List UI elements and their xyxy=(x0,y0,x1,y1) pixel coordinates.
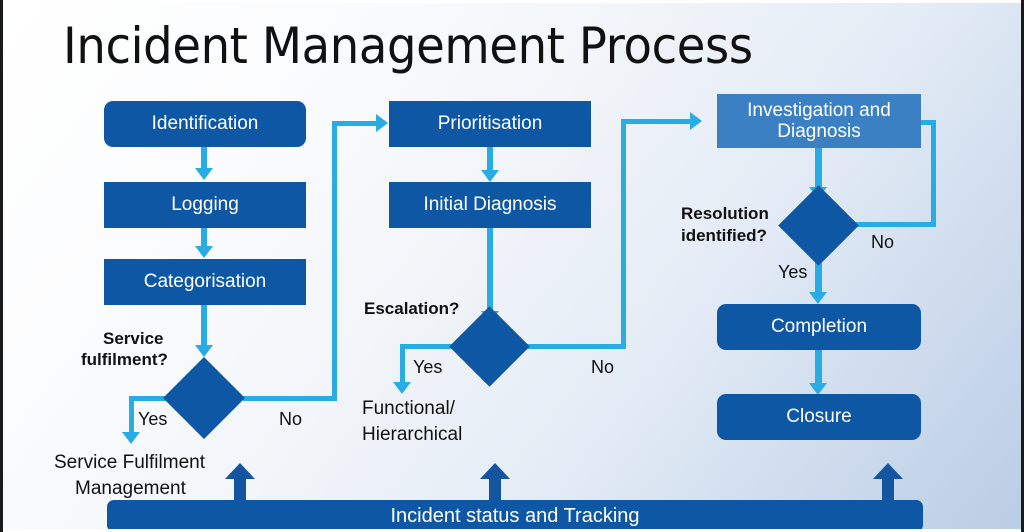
connector-escalation-no-to-investigation xyxy=(621,119,695,124)
branch-label-escalation-yes: Yes xyxy=(413,357,443,377)
node-initial-diagnosis-label: Initial Diagnosis xyxy=(423,194,557,216)
node-investigation-and-diagnosis-label-line2: Diagnosis xyxy=(777,121,861,142)
terminal-service-fulfilment-management-line1: Service Fulfilment xyxy=(54,452,205,473)
connector-resolution-yes xyxy=(815,255,822,299)
branch-label-resolution-no: No xyxy=(871,232,895,252)
connector-escalation-yes-vertical xyxy=(400,344,405,386)
branch-label-resolution-yes: Yes xyxy=(778,262,808,282)
connector-service-fulfilment-no-vertical xyxy=(332,121,337,401)
node-identification-label: Identification xyxy=(151,113,259,135)
terminal-functional-hierarchical-line1: Functional/ xyxy=(362,398,455,419)
connector-service-fulfilment-yes-vertical xyxy=(129,396,134,438)
decision-service-fulfilment-label-line1: Service xyxy=(103,329,164,348)
branch-label-service-fulfilment-no: No xyxy=(279,409,303,429)
arrowhead-into-investigation xyxy=(690,112,702,130)
page-title: Incident Management Process xyxy=(63,17,753,75)
decision-resolution-identified[interactable] xyxy=(778,185,859,266)
connector-service-fulfilment-no-horizontal xyxy=(243,396,337,401)
feeder-arrow-middle xyxy=(480,463,510,503)
arrowhead-logging-to-categorisation xyxy=(195,246,213,258)
connector-completion-to-closure xyxy=(815,350,822,390)
decision-service-fulfilment-label-line2: fulfilment? xyxy=(81,350,168,369)
branch-label-escalation-no: No xyxy=(591,357,615,377)
connector-categorisation-to-service-fulfilment xyxy=(201,305,207,349)
connector-escalation-yes-horizontal xyxy=(400,344,452,349)
connector-prioritisation-to-initial-diagnosis xyxy=(487,147,493,177)
node-logging[interactable]: Logging xyxy=(104,182,306,228)
branch-label-service-fulfilment-yes: Yes xyxy=(138,409,168,429)
connector-resolution-no-vertical xyxy=(931,120,936,227)
decision-escalation-label: Escalation? xyxy=(364,299,460,318)
footer-bar-label: Incident status and Tracking xyxy=(390,504,640,527)
node-identification[interactable]: Identification xyxy=(104,101,306,147)
arrowhead-identification-to-logging xyxy=(195,168,213,180)
decision-resolution-identified-label-line2: identified? xyxy=(681,226,767,245)
arrowhead-service-fulfilment-yes xyxy=(122,432,140,444)
arrowhead-prioritisation-to-initial-diagnosis xyxy=(481,170,499,182)
arrowhead-escalation-yes xyxy=(393,382,411,394)
node-initial-diagnosis[interactable]: Initial Diagnosis xyxy=(389,182,591,228)
arrowhead-into-prioritisation xyxy=(376,114,388,132)
arrowhead-categorisation-to-service-fulfilment xyxy=(195,345,213,357)
connector-service-fulfilment-yes-horizontal xyxy=(129,396,173,401)
connector-escalation-no-horizontal xyxy=(526,344,626,349)
footer-bar-incident-status-and-tracking[interactable]: Incident status and Tracking xyxy=(107,500,923,532)
node-closure-label: Closure xyxy=(786,406,852,428)
decision-resolution-identified-label-line1: Resolution xyxy=(681,204,769,223)
connector-identification-to-logging xyxy=(201,147,207,175)
terminal-service-fulfilment-management-line2: Management xyxy=(75,478,186,499)
decision-escalation[interactable] xyxy=(449,306,530,387)
node-completion-label: Completion xyxy=(770,316,868,338)
connector-resolution-no-horizontal xyxy=(855,222,935,227)
node-categorisation-label: Categorisation xyxy=(143,271,267,293)
feeder-arrow-left xyxy=(225,463,255,503)
node-prioritisation[interactable]: Prioritisation xyxy=(389,101,591,147)
feeder-arrow-right xyxy=(873,463,903,503)
connector-service-fulfilment-no-to-prioritisation xyxy=(332,121,382,126)
terminal-functional-hierarchical-line2: Hierarchical xyxy=(362,424,463,445)
arrowhead-completion-to-closure xyxy=(809,383,827,395)
arrowhead-resolution-yes xyxy=(809,292,827,304)
decision-service-fulfilment[interactable] xyxy=(162,356,246,440)
node-closure[interactable]: Closure xyxy=(717,394,921,440)
node-categorisation[interactable]: Categorisation xyxy=(104,259,306,305)
connector-logging-to-categorisation xyxy=(201,228,207,254)
node-investigation-and-diagnosis[interactable]: Investigation and Diagnosis xyxy=(717,94,921,148)
connector-escalation-no-vertical xyxy=(621,119,626,349)
node-completion[interactable]: Completion xyxy=(717,304,921,350)
node-logging-label: Logging xyxy=(171,194,239,216)
connector-initial-diagnosis-to-escalation xyxy=(487,228,493,318)
node-investigation-and-diagnosis-label-line1: Investigation and xyxy=(747,99,891,121)
node-prioritisation-label: Prioritisation xyxy=(437,113,543,135)
connector-investigation-to-resolution xyxy=(815,148,822,194)
